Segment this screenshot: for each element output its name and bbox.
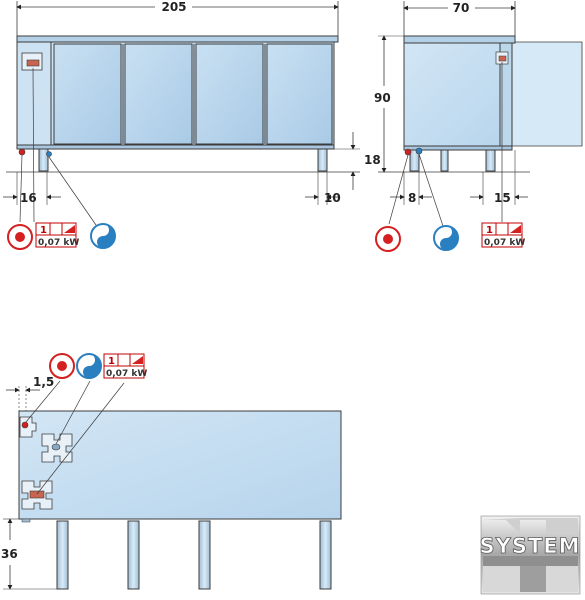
- front-view: [3, 1, 360, 226]
- side-height-dimension: 90: [374, 91, 391, 105]
- rear-power-rating-icon: [103, 353, 145, 379]
- side-view: [378, 1, 583, 227]
- rear-view: [3, 380, 342, 590]
- rear-electric-point: [21, 421, 29, 429]
- side-power-rating-icon: [481, 222, 523, 248]
- side-left-offset-dimension: 8: [408, 191, 416, 205]
- front-height-legs-dimension: 18: [364, 153, 381, 167]
- power-rating-icon: [35, 222, 77, 248]
- side-right-offset-dimension: 15: [494, 191, 511, 205]
- power-kw-label: 0,07 kW: [38, 238, 79, 248]
- side-water-drain-icon: [433, 225, 459, 251]
- side-depth-dimension: 70: [453, 1, 470, 15]
- water-drain-icon: [90, 223, 116, 249]
- electric-connection-icon: [7, 224, 33, 250]
- side-power-phase-label: 1: [486, 225, 493, 236]
- rear-electric-connection-icon: [49, 353, 75, 379]
- side-electric-connection-icon: [375, 226, 401, 252]
- rear-power-kw-label: 0,07 kW: [106, 369, 147, 379]
- power-phase-label: 1: [40, 225, 47, 236]
- rear-power-phase-label: 1: [108, 356, 115, 367]
- front-leg-offset-dimension: 10: [324, 191, 341, 205]
- rear-leg-height-dimension: 36: [1, 547, 18, 561]
- rear-offset-dimension: 1,5: [33, 375, 54, 389]
- side-electric-point: [404, 148, 412, 156]
- side-power-kw-label: 0,07 kW: [484, 238, 525, 248]
- front-electric-point: [18, 148, 26, 156]
- system-logo: SYSTEM: [479, 515, 581, 595]
- logo-text: SYSTEM: [479, 534, 580, 558]
- front-width-dimension: 205: [161, 0, 186, 14]
- rear-water-drain-icon: [76, 353, 102, 379]
- front-left-offset-dimension: 16: [20, 191, 37, 205]
